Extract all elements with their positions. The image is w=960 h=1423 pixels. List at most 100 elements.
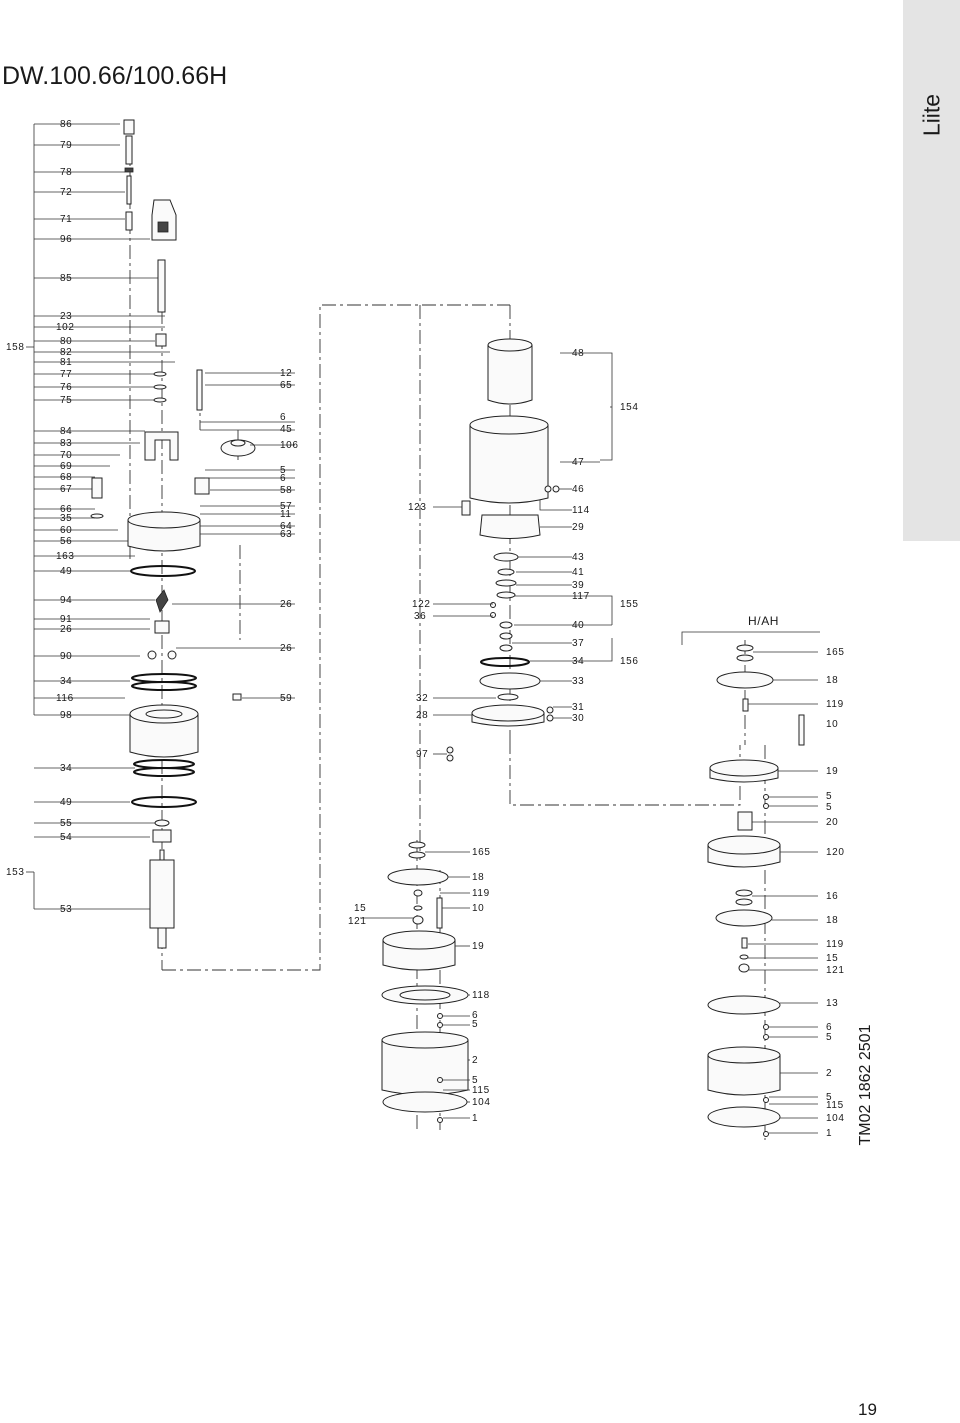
- callout: 119: [826, 699, 844, 710]
- callout: 39: [572, 580, 584, 591]
- callout: 26: [60, 624, 72, 635]
- callout: 6: [472, 1010, 478, 1021]
- callout: 19: [826, 766, 838, 777]
- callout: 12: [280, 368, 292, 379]
- callout: 96: [60, 234, 72, 245]
- callout: 79: [60, 140, 72, 151]
- callout: 69: [60, 461, 72, 472]
- callout: 153: [6, 867, 25, 878]
- callout: 77: [60, 369, 72, 380]
- callout: 18: [472, 872, 484, 883]
- col2-lower-leaders: [360, 851, 470, 1119]
- callout: 33: [572, 676, 584, 687]
- page-title: DW.100.66/100.66H: [2, 62, 228, 90]
- callout: 84: [60, 426, 72, 437]
- callout: 118: [472, 990, 490, 1001]
- callout: 155: [620, 599, 639, 610]
- callout: 72: [60, 187, 72, 198]
- callout: 86: [60, 119, 72, 130]
- callout: 20: [826, 817, 838, 828]
- callout: 64: [280, 521, 292, 532]
- callout: 2: [826, 1068, 832, 1079]
- callout: 75: [60, 395, 72, 406]
- callout: 2: [472, 1055, 478, 1066]
- callout: 32: [416, 693, 428, 704]
- callout: 63: [280, 529, 292, 540]
- callout: 28: [416, 710, 428, 721]
- callout: 80: [60, 336, 72, 347]
- callout: 114: [572, 505, 590, 516]
- callout: 5: [280, 465, 286, 476]
- col2-leaders: [433, 352, 613, 755]
- callout: 98: [60, 710, 72, 721]
- callout: 115: [826, 1100, 844, 1111]
- col1-right-leaders: [172, 372, 295, 699]
- callout: 82: [60, 347, 72, 358]
- callout: 34: [572, 656, 584, 667]
- callout: 1: [826, 1128, 832, 1139]
- callout: 29: [572, 522, 584, 533]
- callout: 15: [354, 903, 366, 914]
- callout: 121: [348, 916, 367, 927]
- callout: 156: [620, 656, 639, 667]
- callout: 5: [472, 1019, 478, 1030]
- col3-parts: [707, 640, 805, 1140]
- callout: 97: [416, 749, 428, 760]
- callout: 56: [60, 536, 72, 547]
- callout: 120: [826, 847, 845, 858]
- callout: 119: [472, 888, 490, 899]
- callout: 104: [472, 1097, 491, 1108]
- left-leader-lines: [26, 123, 175, 910]
- callout: 48: [572, 348, 584, 359]
- callout: 59: [280, 693, 292, 704]
- callout: 94: [60, 595, 72, 606]
- callout: 49: [60, 797, 72, 808]
- callout: 31: [572, 702, 584, 713]
- callout: 40: [572, 620, 584, 631]
- callout: 66: [60, 504, 72, 515]
- callout: 76: [60, 382, 72, 393]
- callout: 121: [826, 965, 845, 976]
- callout: 58: [280, 485, 292, 496]
- callout: 43: [572, 552, 584, 563]
- callout: 5: [826, 791, 832, 802]
- callout: 18: [826, 915, 838, 926]
- callout: 34: [60, 676, 72, 687]
- callout: 123: [408, 502, 427, 513]
- callout: 6: [826, 1022, 832, 1033]
- side-tab: [903, 0, 960, 541]
- callout: 35: [60, 513, 72, 524]
- callout: 158: [6, 342, 25, 353]
- callout: 11: [280, 509, 292, 520]
- callout: 26: [280, 599, 292, 610]
- callout: 5: [826, 1032, 832, 1043]
- callout: 5: [826, 802, 832, 813]
- variant-label: H/AH: [748, 614, 779, 628]
- callout: 67: [60, 484, 72, 495]
- callout: 47: [572, 457, 584, 468]
- callout: 34: [60, 763, 72, 774]
- callout: 165: [472, 847, 491, 858]
- callout: 26: [280, 643, 292, 654]
- callout: 45: [280, 424, 292, 435]
- callout: 1: [472, 1113, 478, 1124]
- callout: 104: [826, 1113, 845, 1124]
- callout: 102: [56, 322, 75, 333]
- callout: 10: [826, 719, 838, 730]
- callout: 19: [472, 941, 484, 952]
- page-number: 19: [858, 1400, 877, 1419]
- callout: 5: [472, 1075, 478, 1086]
- callout: 53: [60, 904, 72, 915]
- callout: 41: [572, 567, 584, 578]
- callout: 6: [280, 473, 286, 484]
- callout: 54: [60, 832, 72, 843]
- callout: 6: [280, 412, 286, 423]
- callout: 65: [280, 380, 292, 391]
- callout: 115: [472, 1085, 490, 1096]
- callout: 15: [826, 953, 838, 964]
- col2-lower-parts: [381, 840, 469, 1130]
- callout: 60: [60, 525, 72, 536]
- callout: 70: [60, 450, 72, 461]
- callout: 37: [572, 638, 584, 649]
